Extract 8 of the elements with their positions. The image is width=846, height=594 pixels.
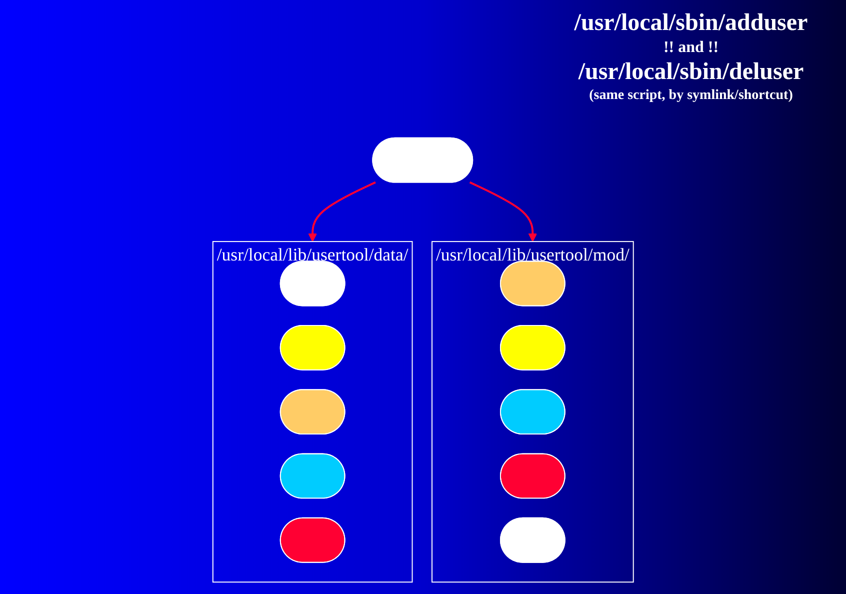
arrow bbox=[469, 181, 537, 242]
node-caption: !! and !! bbox=[662, 39, 720, 57]
cluster: /usr/local/lib/usertool/data/ bbox=[212, 241, 413, 583]
arrow bbox=[308, 181, 376, 242]
cluster: /usr/local/lib/usertool/mod/ bbox=[431, 241, 634, 583]
node-caption: /usr/local/sbin/adduser bbox=[573, 10, 809, 37]
node-caption: (same script, by symlink/shortcut) bbox=[588, 88, 794, 104]
node-caption: /usr/local/sbin/deluser bbox=[577, 59, 805, 86]
